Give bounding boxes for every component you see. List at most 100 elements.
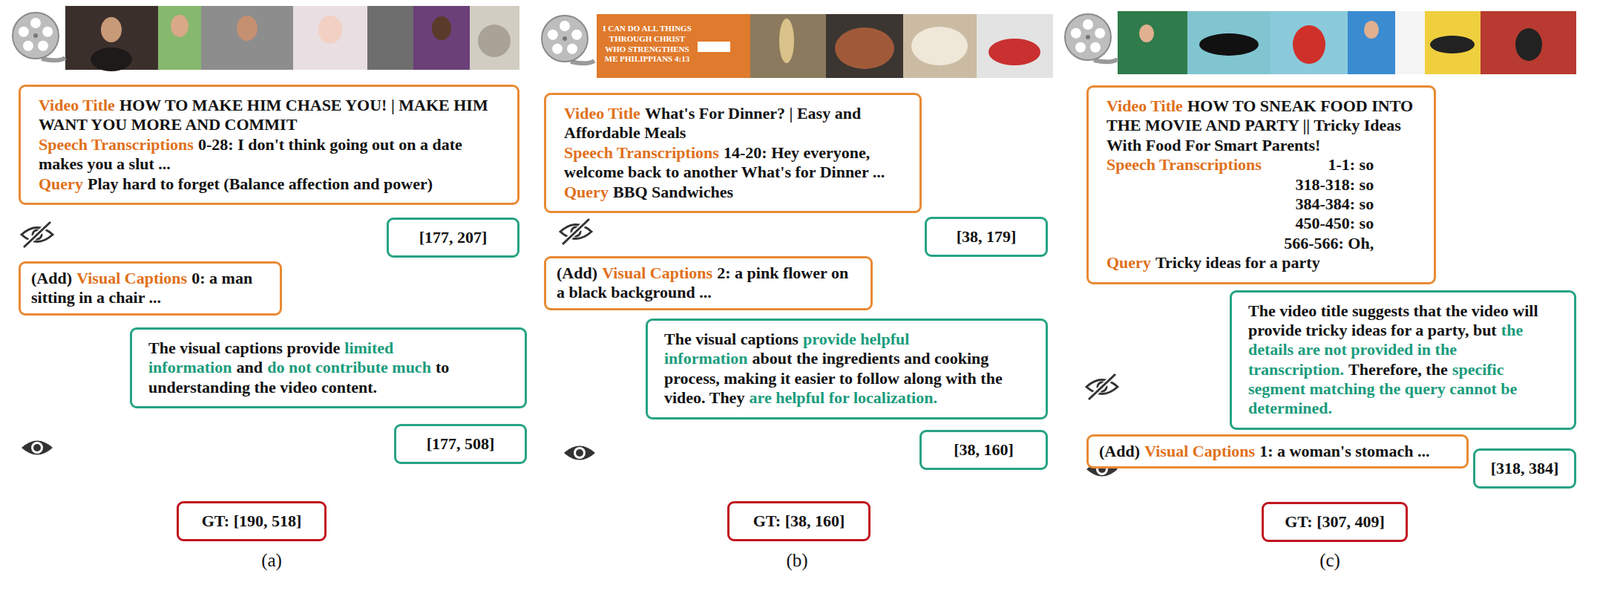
- result-box: [177, 508]: [394, 423, 527, 464]
- reel-hole: [1075, 42, 1086, 53]
- slash-gap: [562, 218, 590, 245]
- body-text: [318, 384]: [1490, 458, 1560, 478]
- eye-shape: [21, 440, 53, 455]
- text-row: The video title suggests that the video …: [1248, 301, 1558, 419]
- frame-detail: [90, 47, 133, 72]
- text-row: [177, 508]: [403, 434, 518, 454]
- body-text: (Add): [556, 263, 598, 283]
- result-box: [38, 179]: [924, 216, 1048, 257]
- caption-box: (Add)Visual Captions2: a pink flower on …: [543, 256, 873, 311]
- frame-detail: [100, 17, 122, 43]
- frame-detail: [1515, 28, 1543, 61]
- text-row: GT: [190, 518]: [186, 511, 317, 531]
- frame-detail: [431, 16, 452, 41]
- explanation-box: The visual captionsprovide helpful infor…: [645, 318, 1048, 420]
- field-label: Speech Transcriptions: [38, 135, 194, 154]
- text-row: GT: [38, 160]: [736, 511, 861, 531]
- reel-hole: [42, 26, 53, 38]
- film-tail: [41, 57, 66, 61]
- body-text: and: [236, 357, 263, 377]
- field-label: Visual Captions: [1144, 441, 1255, 461]
- text-row: QueryTricky ideas for a party: [1106, 253, 1416, 273]
- frame-detail: [779, 18, 795, 64]
- text-row: (Add)Visual Captions2: a pink flower on …: [556, 263, 861, 303]
- video-frame: [1270, 11, 1348, 75]
- video-frame: [158, 5, 202, 70]
- result-box: [177, 207]: [386, 217, 520, 258]
- video-frame: [1395, 11, 1425, 75]
- field-label: Query: [564, 182, 609, 202]
- video-frame: [293, 5, 368, 70]
- text-row: [318, 384]: [1482, 458, 1567, 478]
- explanation-box: The video title suggests that the video …: [1229, 290, 1577, 430]
- transcript-line: 1-1: so: [1275, 155, 1374, 175]
- video-frame: [1347, 11, 1396, 75]
- frame-detail: [1364, 20, 1379, 39]
- eye-slash-icon: [21, 221, 53, 248]
- frame-detail: [988, 38, 1041, 66]
- frame-detail: [1292, 25, 1326, 64]
- video-frame: [750, 14, 826, 78]
- field-label: Query: [1106, 253, 1152, 272]
- query-box: Video TitleHOW TO MAKE HIM CHASE YOU! | …: [18, 84, 520, 205]
- reel-disc: [541, 15, 588, 62]
- caption-box: (Add)Visual Captions0: a man sitting in …: [18, 261, 283, 316]
- film-reel-icon: [1064, 14, 1118, 62]
- text-row: Video TitleHOW TO MAKE HIM CHASE YOU! | …: [38, 95, 500, 136]
- video-frame: [367, 5, 414, 70]
- panel-label: (c): [1300, 549, 1360, 572]
- thumbnail-text: I CAN DO ALL THINGS THROUGH CHRIST WHO S…: [599, 23, 695, 65]
- panel-label: (b): [767, 549, 827, 572]
- eye-slash-icon: [1086, 374, 1118, 400]
- video-frame: [201, 5, 294, 70]
- query-box: Video TitleHOW TO SNEAK FOOD INTO THE MO…: [1086, 85, 1436, 285]
- frame-detail: [1199, 33, 1259, 56]
- field-label: Visual Captions: [76, 268, 188, 288]
- eye-slash-icon: [560, 218, 592, 245]
- reel-disc: [12, 12, 59, 59]
- slash-gap: [1088, 374, 1116, 400]
- film-reel-icon: [541, 15, 595, 64]
- ground-truth-box: GT: [38, 160]: [727, 500, 871, 542]
- frame-detail: [170, 14, 189, 38]
- highlight-text: are helpful for localization.: [749, 388, 938, 407]
- field-label: Speech Transcriptions: [1106, 155, 1262, 174]
- transcript-column: 1-1: so318-318: so384-384: so450-450: so…: [1275, 155, 1374, 254]
- eye-icon: [564, 446, 596, 461]
- frame-detail: [1430, 35, 1475, 54]
- text-row: Speech Transcriptions14-20: Hey everyone…: [564, 143, 902, 183]
- slash-line: [562, 218, 590, 245]
- reel-hole: [1094, 28, 1106, 39]
- reel-hole: [552, 43, 563, 55]
- text-row: QueryPlay hard to forget (Balance affect…: [38, 174, 500, 194]
- reel-hole: [1070, 28, 1082, 39]
- eye-pupil: [33, 443, 41, 452]
- panel-label: (a): [241, 549, 302, 572]
- field-label: Query: [38, 174, 84, 193]
- reel-hole: [30, 17, 41, 29]
- reel-hub: [1085, 34, 1091, 40]
- result-box: [38, 160]: [919, 429, 1048, 470]
- text-row: [38, 160]: [929, 440, 1039, 460]
- frame-detail: [697, 41, 731, 52]
- video-frame: [596, 14, 751, 78]
- body-text: BBQ Sandwiches: [612, 182, 734, 202]
- body-text: [177, 207]: [419, 227, 488, 247]
- frame-detail: [477, 24, 511, 58]
- body-text: [38, 160]: [953, 440, 1014, 459]
- slash-line: [23, 221, 51, 248]
- result-box: [318, 384]: [1473, 448, 1577, 489]
- film-reel-icon: [12, 12, 66, 61]
- text-row: Speech Transcriptions0-28: I don't think…: [38, 135, 500, 175]
- reel-hole: [566, 43, 578, 55]
- text-row: The visual captionsprovide helpful infor…: [664, 329, 1030, 409]
- body-text: GT: [190, 518]: [201, 511, 303, 530]
- eye-iris: [573, 446, 586, 459]
- frame-detail: [318, 15, 343, 44]
- text-row: [177, 207]: [396, 227, 510, 248]
- text-row: Video TitleWhat's For Dinner? | Easy and…: [564, 103, 902, 144]
- video-frame: [1117, 11, 1188, 75]
- field-label: Video Title: [564, 103, 641, 123]
- body-text: GT: [38, 160]: [753, 511, 846, 530]
